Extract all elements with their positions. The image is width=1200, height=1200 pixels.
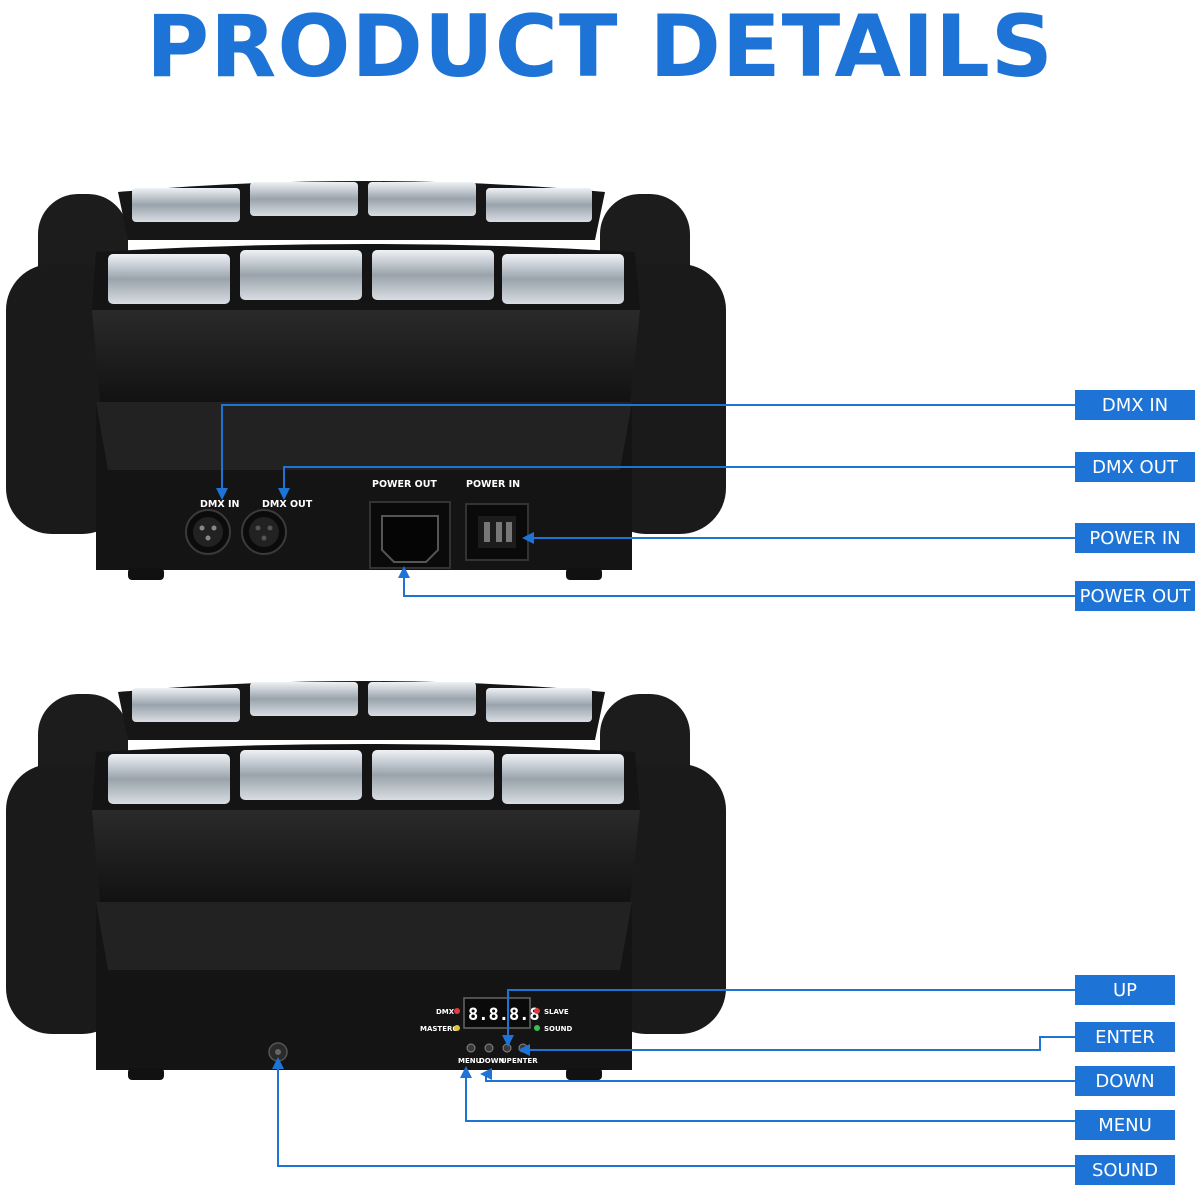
label-dmx-in: DMX IN xyxy=(200,499,240,510)
label-dmx: DMX xyxy=(436,1008,455,1016)
xlr-dmx-out xyxy=(241,509,287,555)
led-slave xyxy=(534,1008,540,1014)
down-button[interactable] xyxy=(484,1043,494,1053)
led-sound xyxy=(534,1025,540,1031)
led-dmx xyxy=(454,1008,460,1014)
callout-sound: SOUND xyxy=(1075,1155,1175,1185)
up-button[interactable] xyxy=(502,1043,512,1053)
fixture-illustration: DMX IN DMX OUT POWER OUT POWER IN xyxy=(6,181,726,580)
sound-microphone xyxy=(268,1042,288,1062)
fixture-control-panel: DMX MASTERO 8.8.8.8 SLAVE SOUND MENU DOW… xyxy=(0,670,740,1090)
label-sound: SOUND xyxy=(544,1025,573,1033)
callout-dmx-in: DMX IN xyxy=(1075,390,1195,420)
label-down: DOWN xyxy=(479,1057,504,1065)
fixture-rear-connectors: DMX IN DMX OUT POWER OUT POWER IN xyxy=(0,170,740,590)
label-menu: MENU xyxy=(458,1057,482,1065)
page-title: PRODUCT DETAILS xyxy=(146,0,1054,97)
power-out-socket xyxy=(369,501,451,569)
label-up: UP xyxy=(501,1057,512,1065)
xlr-dmx-in xyxy=(185,509,231,555)
enter-button[interactable] xyxy=(518,1043,528,1053)
front-lens-row xyxy=(108,250,624,304)
callout-dmx-out: DMX OUT xyxy=(1075,452,1195,482)
menu-button[interactable] xyxy=(466,1043,476,1053)
front-lens-row xyxy=(108,750,624,804)
callout-enter: ENTER xyxy=(1075,1022,1175,1052)
rear-lens-row xyxy=(132,182,592,222)
led-mastero xyxy=(454,1025,460,1031)
rear-lens-row xyxy=(132,682,592,722)
callout-power-in: POWER IN xyxy=(1075,523,1195,553)
callout-power-out: POWER OUT xyxy=(1075,581,1195,611)
fixture-illustration: DMX MASTERO 8.8.8.8 SLAVE SOUND MENU DOW… xyxy=(6,681,726,1080)
callout-menu: MENU xyxy=(1075,1110,1175,1140)
label-mastero: MASTERO xyxy=(420,1025,458,1033)
label-dmx-out: DMX OUT xyxy=(262,499,313,510)
label-power-in: POWER IN xyxy=(466,479,520,490)
callout-up: UP xyxy=(1075,975,1175,1005)
label-enter: ENTER xyxy=(512,1057,538,1065)
power-in-socket xyxy=(465,503,529,561)
callout-down: DOWN xyxy=(1075,1066,1175,1096)
label-slave: SLAVE xyxy=(544,1008,569,1016)
label-power-out: POWER OUT xyxy=(372,479,437,490)
segment-display-readout: 8.8.8.8 xyxy=(468,1005,540,1025)
